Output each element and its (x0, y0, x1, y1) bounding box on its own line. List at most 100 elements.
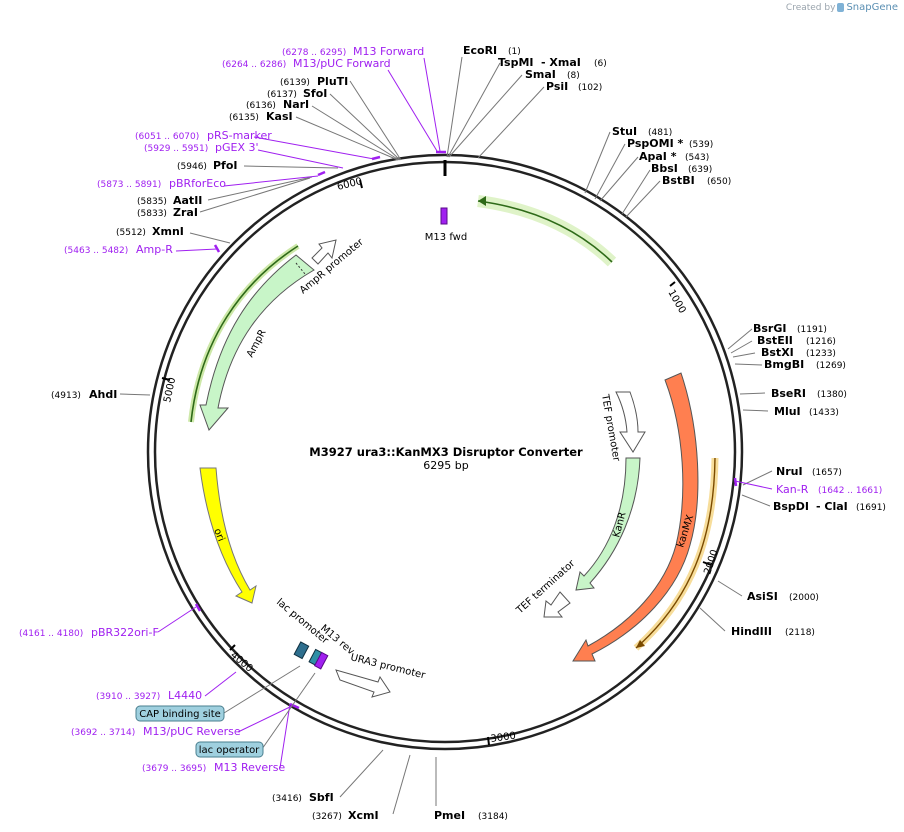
enzyme-bspdi-sep: - ClaI (816, 500, 848, 513)
enzyme-bspdi-pos: (1691) (856, 503, 886, 513)
ori-label: ori (211, 527, 226, 543)
primer-pbr322ori-range: (4161 .. 4180) (19, 629, 83, 639)
enzyme-bstbi-name: BstBI (662, 174, 695, 187)
primer-kanr-name: Kan-R (776, 483, 809, 496)
primer-m13puc-forward-name: M13/pUC Forward (293, 57, 391, 70)
enzyme-bbsi-name: BbsI (651, 162, 678, 175)
enzyme-bmgbi-pos: (1269) (816, 361, 846, 371)
enzyme-pmei-name: PmeI (434, 809, 465, 822)
primer-kanr-range: (1642 .. 1661) (818, 486, 882, 496)
ampr-feature (199, 254, 315, 431)
tef-terminator-feature (543, 591, 571, 618)
enzyme-bsteii-name: BstEII (757, 334, 793, 347)
primer-m13puc-forward-range: (6264 .. 6286) (222, 60, 286, 70)
cap-binding-site-label: CAP binding site (139, 709, 221, 720)
enzyme-nrui-pos: (1657) (812, 468, 842, 478)
enzyme-bsteii-pos: (1216) (806, 337, 836, 347)
tick-label-1000: 1000 (665, 288, 687, 316)
enzyme-xmni-pos: (5512) (116, 228, 146, 238)
enzyme-hindiii-name: HindIII (731, 625, 772, 638)
enzyme-kasi-pos: (6135) (229, 113, 259, 123)
enzyme-sbfi-pos: (3416) (272, 794, 302, 804)
primer-pgex3-name: pGEX 3' (215, 141, 259, 154)
enzyme-mlui-name: MluI (774, 405, 801, 418)
enzyme-xcmi-pos: (3267) (312, 812, 342, 822)
enzyme-tspmi-pos: (6) (594, 59, 607, 69)
lac-promoter-label: lac promoter (274, 597, 331, 647)
primer-prs-marker-range: (6051 .. 6070) (135, 132, 199, 142)
enzyme-labels: EcoRI (1) TspMI - XmaI (6) SmaI (8) PsiI… (51, 44, 886, 822)
primer-labels: (6278 .. 6295) M13 Forward (6264 .. 6286… (19, 45, 882, 774)
enzyme-leader-lines (119, 56, 773, 815)
credit-brand: SnapGene (846, 2, 898, 13)
tick-label-5000: 5000 (162, 376, 178, 403)
enzyme-pfoi-name: PfoI (213, 159, 238, 172)
enzyme-bstxi-pos: (1233) (806, 349, 836, 359)
enzyme-aatii-name: AatII (173, 194, 202, 207)
enzyme-nari-name: NarI (283, 98, 309, 111)
map-length: 6295 bp (423, 459, 468, 472)
enzyme-ecori-name: EcoRI (463, 44, 497, 57)
snapgene-logo-icon (837, 3, 845, 12)
primer-pgex3-range: (5929 .. 5951) (144, 144, 208, 154)
ampr-glow-line (190, 245, 299, 423)
kanmx-feature (572, 372, 699, 662)
enzyme-stui-name: StuI (612, 125, 637, 138)
enzyme-mlui-pos: (1433) (809, 408, 839, 418)
enzyme-asisi-name: AsiSI (747, 590, 778, 603)
primer-m13-forward-range: (6278 .. 6295) (282, 48, 346, 58)
lac-promoter-block (293, 641, 310, 660)
enzyme-pspomi-name: PspOMI * (627, 137, 684, 150)
enzyme-asisi-pos: (2000) (789, 593, 819, 603)
top-gene-line (477, 200, 613, 263)
enzyme-psii-pos: (102) (578, 83, 602, 93)
enzyme-apai-pos: (543) (685, 153, 709, 163)
enzyme-pmei-pos: (3184) (478, 812, 508, 822)
primer-m13-forward-name: M13 Forward (353, 45, 424, 58)
primer-m13-reverse-name: M13 Reverse (214, 761, 285, 774)
primer-pbrforeco-name: pBRforEco (169, 177, 226, 190)
primer-prs-marker-name: pRS-marker (207, 129, 272, 142)
top-gene-arrowhead (478, 196, 486, 206)
tick-label-4000: 4000 (228, 650, 255, 675)
tick-label-6000: 6000 (336, 176, 363, 193)
enzyme-ecori-pos: (1) (508, 47, 521, 57)
enzyme-bstxi-name: BstXI (761, 346, 794, 359)
primer-ampr-name: Amp-R (136, 243, 173, 256)
enzyme-aatii-pos: (5835) (137, 197, 167, 207)
enzyme-bbsi-pos: (639) (688, 165, 712, 175)
enzyme-hindiii-pos: (2118) (785, 628, 815, 638)
cap-binding-site-box (135, 705, 225, 722)
lac-operator-box (195, 741, 264, 758)
enzyme-bsrgi-name: BsrGI (753, 322, 786, 335)
backbone-outer-ring (146, 153, 744, 751)
ampr-promoter-feature (311, 239, 337, 265)
enzyme-zrai-pos: (5833) (137, 209, 167, 219)
enzyme-xmni-name: XmnI (152, 225, 184, 238)
kanr-feature (575, 457, 641, 591)
enzyme-psii-name: PsiI (546, 80, 568, 93)
primer-m13-reverse-range: (3679 .. 3695) (142, 764, 206, 774)
enzyme-nari-pos: (6136) (246, 101, 276, 111)
m13-fwd-label: M13 fwd (425, 232, 467, 243)
tick-marks (161, 179, 712, 746)
enzyme-bsrgi-pos: (1191) (797, 325, 827, 335)
enzyme-zrai-name: ZraI (173, 206, 198, 219)
primer-pbr322ori-name: pBR322ori-F (91, 626, 159, 639)
ori-feature (199, 467, 257, 604)
enzyme-smai-pos: (8) (567, 71, 580, 81)
enzyme-ahdi-pos: (4913) (51, 391, 81, 401)
enzyme-ahdi-name: AhdI (89, 388, 117, 401)
ura3-promoter-feature (335, 669, 391, 698)
enzyme-sfoi-name: SfoI (303, 87, 327, 100)
tef-promoter-feature (615, 391, 646, 453)
credit-text: Created by (785, 2, 836, 13)
primer-ticks (194, 150, 738, 710)
primer-l4440-name: L4440 (168, 689, 202, 702)
tick-label-3000: 3000 (490, 731, 517, 745)
enzyme-sbfi-name: SbfI (309, 791, 334, 804)
enzyme-apai-name: ApaI * (639, 150, 677, 163)
enzyme-nrui-name: NruI (776, 465, 803, 478)
enzyme-sfoi-pos: (6137) (267, 90, 297, 100)
